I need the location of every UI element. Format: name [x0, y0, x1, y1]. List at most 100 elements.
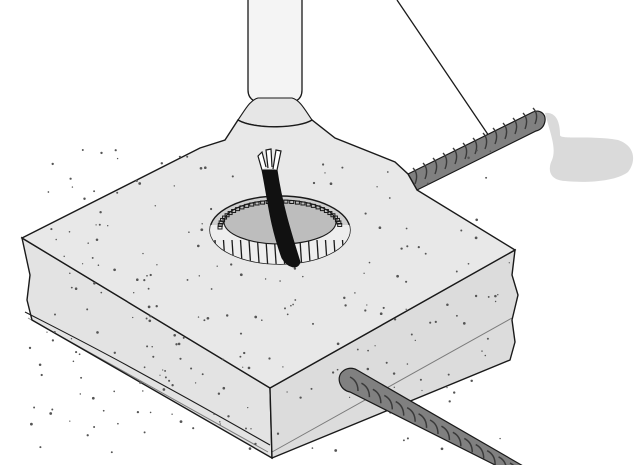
- concrete-speck: [414, 339, 416, 342]
- sleeve-tooth: [330, 213, 336, 218]
- concrete-speck: [336, 368, 339, 371]
- concrete-speck: [154, 205, 157, 207]
- concrete-speck: [95, 238, 99, 242]
- rebar-rib: [486, 450, 496, 465]
- concrete-speck: [446, 303, 449, 307]
- concrete-speck: [54, 313, 56, 316]
- sleeve-ridge: [273, 239, 278, 264]
- concrete-speck: [175, 343, 178, 346]
- concrete-speck: [417, 246, 420, 249]
- rebar-rib: [452, 147, 458, 165]
- sleeve-tooth: [239, 205, 245, 210]
- sleeve-tooth: [227, 211, 233, 216]
- concrete-speck: [467, 156, 470, 160]
- concrete-speck: [81, 149, 84, 151]
- concrete-speck: [222, 358, 224, 361]
- concrete-speck: [222, 386, 226, 390]
- concrete-speck: [239, 273, 243, 277]
- concrete-speck: [494, 300, 497, 303]
- concrete-speck: [69, 420, 71, 422]
- concrete-speck: [78, 353, 81, 356]
- concrete-speck: [206, 316, 210, 320]
- sleeve-ridge: [239, 239, 244, 264]
- concrete-speck: [70, 338, 73, 340]
- rebar-rib: [406, 407, 416, 422]
- rebar-upper: [407, 107, 546, 191]
- concrete-speck: [99, 210, 102, 214]
- concrete-speck: [239, 355, 242, 358]
- concrete-speck: [264, 278, 267, 280]
- concrete-speck: [96, 331, 99, 334]
- concrete-speck: [286, 313, 289, 316]
- sleeve-tooth: [244, 203, 250, 208]
- rebar-rib: [442, 152, 448, 170]
- concrete-speck: [310, 387, 313, 390]
- concrete-speck: [91, 396, 95, 400]
- concrete-speck: [364, 309, 367, 312]
- concrete-speck: [242, 366, 244, 368]
- rebar-rib: [532, 107, 538, 125]
- concrete-speck: [171, 413, 173, 415]
- concrete-speck: [97, 264, 100, 266]
- concrete-speck: [143, 366, 146, 369]
- rebar-lower: [338, 367, 523, 465]
- concrete-speck: [194, 382, 197, 384]
- concrete-speck: [198, 275, 201, 277]
- concrete-speck: [53, 331, 56, 333]
- concrete-speck: [81, 263, 84, 265]
- concrete-speck: [69, 272, 71, 275]
- concrete-speck: [142, 252, 144, 255]
- concrete-speck: [440, 447, 444, 451]
- concrete-speck: [72, 360, 75, 363]
- concrete-speck: [379, 312, 383, 316]
- concrete-speck: [294, 299, 297, 301]
- concrete-speck: [429, 321, 432, 324]
- concrete-speck: [51, 408, 54, 411]
- concrete-speck: [63, 255, 65, 258]
- concrete-speck: [230, 263, 233, 266]
- concrete-speck: [474, 236, 478, 240]
- concrete-speck: [393, 386, 396, 389]
- concrete-speck: [38, 363, 42, 366]
- rebar-rib: [429, 419, 439, 435]
- concrete-speck: [142, 390, 144, 392]
- concrete-speck: [93, 426, 96, 428]
- rebar-rib: [498, 456, 507, 465]
- concrete-speck: [476, 149, 478, 152]
- concrete-speck: [276, 432, 280, 435]
- concrete-speck: [424, 252, 427, 255]
- concrete-speck: [204, 166, 207, 169]
- concrete-speck: [75, 351, 78, 354]
- concrete-speck: [107, 225, 109, 227]
- concrete-speck: [87, 242, 89, 244]
- concrete-speck: [499, 437, 501, 440]
- concrete-speck: [231, 175, 234, 178]
- sleeve-ridge: [256, 239, 261, 264]
- concrete-speck: [113, 351, 116, 354]
- concrete-speck: [91, 256, 94, 259]
- concrete-speck: [311, 447, 314, 449]
- concrete-speck: [250, 428, 252, 430]
- concrete-speck: [329, 182, 333, 186]
- concrete-speck: [268, 357, 271, 360]
- concrete-speck: [136, 410, 140, 414]
- concrete-speck: [203, 319, 206, 322]
- concrete-speck: [190, 367, 193, 370]
- concrete-speck: [497, 294, 499, 296]
- concrete-speck: [331, 371, 335, 374]
- concrete-speck: [152, 355, 155, 358]
- concrete-speck: [455, 314, 458, 317]
- concrete-speck: [98, 223, 101, 226]
- concrete-speck: [139, 381, 142, 384]
- concrete-speck: [148, 319, 152, 323]
- concrete-speck: [79, 393, 82, 395]
- puddle-shape: [545, 112, 634, 182]
- concrete-speck: [406, 245, 409, 248]
- concrete-speck: [135, 179, 138, 182]
- concrete-speck: [334, 449, 338, 452]
- concrete-speck: [171, 384, 174, 387]
- concrete-speck: [164, 369, 167, 372]
- concrete-speck: [155, 305, 158, 308]
- concrete-speck: [484, 354, 487, 357]
